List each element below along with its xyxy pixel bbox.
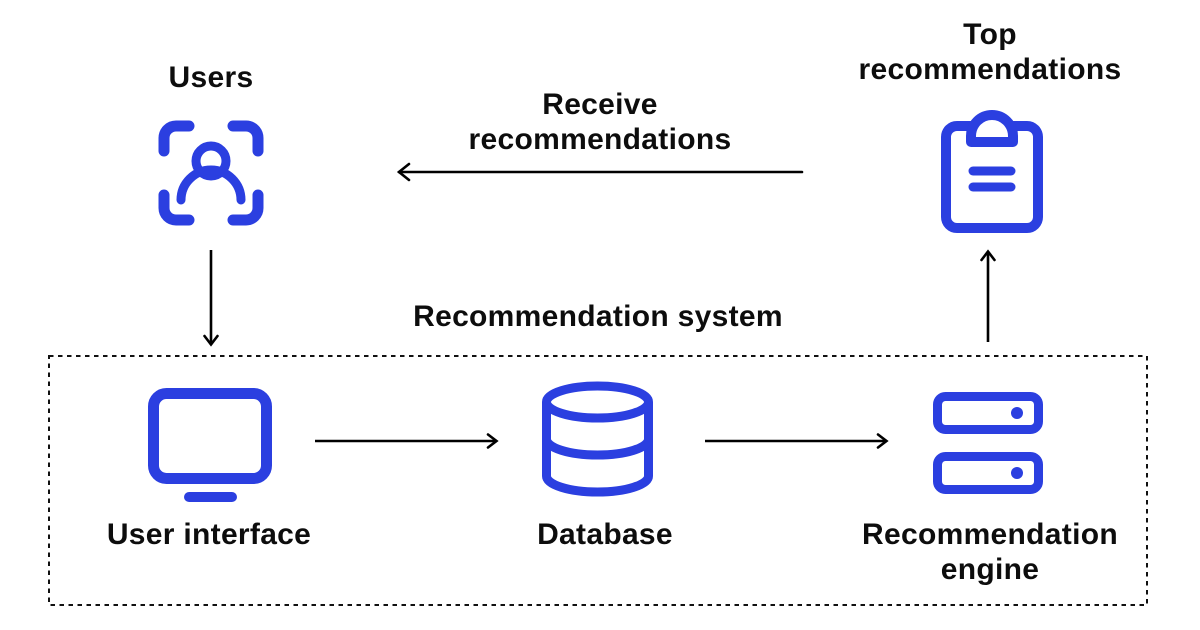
recommendation-engine-label: Recommendation engine — [862, 518, 1118, 586]
receive-recommendations-arrow — [396, 162, 804, 182]
monitor-icon — [148, 388, 272, 502]
database-icon — [542, 381, 653, 497]
server-icon — [933, 392, 1043, 494]
recommendation-system-label: Recommendation system — [413, 300, 783, 333]
receive-recommendations-label: Receive recommendations — [468, 88, 732, 156]
recommendation-system-box — [48, 355, 1148, 606]
top-recommendations-label: Top recommendations — [858, 18, 1122, 86]
user-interface-label: User interface — [106, 518, 312, 551]
users-label: Users — [168, 61, 254, 94]
database-label: Database — [537, 518, 673, 551]
clipboard-icon — [941, 110, 1043, 233]
database-to-engine-arrow — [705, 433, 889, 449]
users-to-system-arrow — [203, 250, 219, 347]
engine-to-top-arrow — [980, 249, 996, 342]
ui-to-database-arrow — [315, 433, 499, 449]
user-scan-icon — [158, 120, 264, 226]
